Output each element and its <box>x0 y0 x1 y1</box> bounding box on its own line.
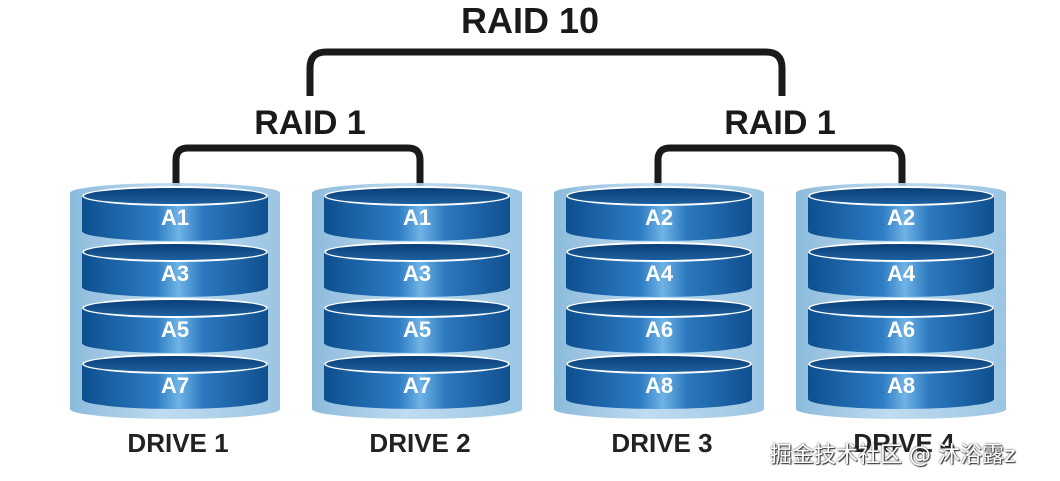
data-block: A2 <box>808 186 994 241</box>
platter-top <box>82 186 268 206</box>
raid1-left-label: RAID 1 <box>254 104 366 142</box>
block-label: A1 <box>402 205 432 230</box>
raid10-title: RAID 10 <box>460 0 600 41</box>
raid1-left-bracket <box>172 144 424 188</box>
data-block: A6 <box>566 298 752 353</box>
block-label: A4 <box>886 261 916 286</box>
block-label: A4 <box>644 261 674 286</box>
data-block: A3 <box>82 242 268 297</box>
block-label: A8 <box>644 373 674 398</box>
data-block: A1 <box>324 186 510 241</box>
data-block: A8 <box>566 354 752 409</box>
raid1-right-label: RAID 1 <box>724 104 836 142</box>
platter-top <box>324 186 510 206</box>
platter-top <box>566 242 752 262</box>
data-block: A4 <box>808 242 994 297</box>
platter-top <box>566 298 752 318</box>
drive-1-label: DRIVE 1 <box>127 428 229 458</box>
platter-top <box>324 298 510 318</box>
platter-top <box>324 242 510 262</box>
data-block: A4 <box>566 242 752 297</box>
data-block: A7 <box>82 354 268 409</box>
data-block: A7 <box>324 354 510 409</box>
data-block: A3 <box>324 242 510 297</box>
block-label: A3 <box>160 261 190 286</box>
block-label: A7 <box>160 373 190 398</box>
block-label: A2 <box>886 205 916 230</box>
platter-top <box>566 354 752 374</box>
block-label: A8 <box>886 373 916 398</box>
watermark: 掘金技术社区 @ 沐浴露z <box>770 443 1016 468</box>
platter-top <box>566 186 752 206</box>
platter-top <box>82 354 268 374</box>
platter-top <box>82 242 268 262</box>
platter-top <box>808 298 994 318</box>
drive-4-label: DRIVE 4 <box>853 428 955 458</box>
raid1-right-bracket <box>654 144 906 188</box>
block-label: A1 <box>160 205 190 230</box>
data-block: A1 <box>82 186 268 241</box>
platter-top <box>808 186 994 206</box>
platter-top <box>808 242 994 262</box>
data-block: A8 <box>808 354 994 409</box>
block-label: A3 <box>402 261 432 286</box>
drive-3-label: DRIVE 3 <box>611 428 713 458</box>
block-label: A6 <box>644 317 674 342</box>
platter-top <box>324 354 510 374</box>
raid10-bracket <box>306 48 786 96</box>
platter-top <box>808 354 994 374</box>
data-block: A6 <box>808 298 994 353</box>
platter-top <box>82 298 268 318</box>
block-label: A6 <box>886 317 916 342</box>
block-label: A5 <box>160 317 190 342</box>
data-block: A2 <box>566 186 752 241</box>
data-block: A5 <box>82 298 268 353</box>
block-label: A5 <box>402 317 432 342</box>
block-label: A2 <box>644 205 674 230</box>
drive-2-label: DRIVE 2 <box>369 428 471 458</box>
data-block: A5 <box>324 298 510 353</box>
block-label: A7 <box>402 373 432 398</box>
